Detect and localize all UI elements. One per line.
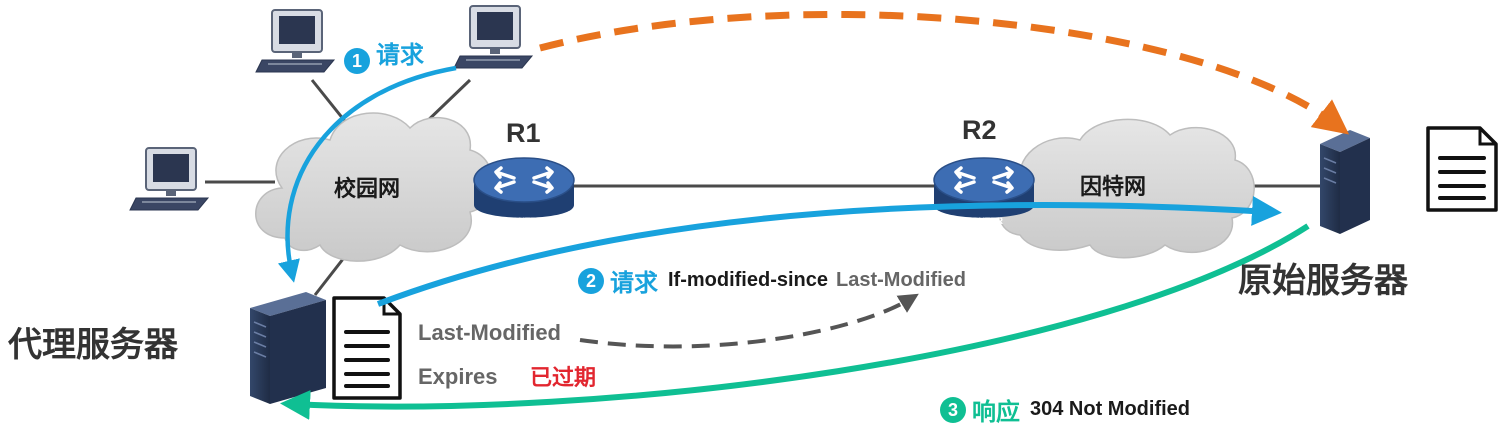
step-number-badge: 2	[578, 267, 604, 294]
computer-icon	[255, 9, 336, 73]
router1-label: R1	[506, 118, 541, 148]
step2-request-arrow	[376, 195, 1282, 307]
computer-icon	[453, 5, 534, 69]
header-copy-arrow	[579, 293, 919, 349]
step-number-badge: 3	[940, 396, 966, 423]
step3-response-arrow	[280, 223, 1310, 420]
server-icon	[250, 292, 326, 404]
step-number-badge: 1	[344, 48, 370, 74]
computer-icon	[129, 147, 210, 211]
expires-field: Expires	[418, 364, 498, 389]
step1-verb: 请求	[376, 41, 424, 69]
step2-header-value: Last-Modified	[836, 269, 967, 291]
router-icon	[473, 157, 575, 218]
campus-network-label: 校园网	[334, 176, 401, 201]
step2-header-name: If-modified-since	[668, 269, 829, 291]
step2-label: 2 请求 If-modified-since Last-Modified	[578, 263, 966, 298]
last-modified-field: Last-Modified	[418, 320, 561, 345]
direct-request-arrow	[539, 10, 1350, 135]
router-caption: ROUTER	[505, 216, 544, 226]
origin-server-label: 原始服务器	[1238, 262, 1408, 300]
step2-verb: 请求	[610, 270, 658, 297]
step3-label: 3 响应 304 Not Modified	[940, 392, 1190, 427]
document-icon	[332, 296, 402, 400]
cloud-icon	[998, 118, 1255, 259]
document-icon	[1426, 126, 1498, 212]
router-icon	[933, 157, 1035, 218]
step3-status: 304 Not Modified	[1030, 398, 1191, 420]
router-caption: ROUTER	[965, 216, 1004, 226]
expired-status: 已过期	[530, 365, 597, 390]
router2-label: R2	[962, 115, 997, 145]
proxy-server-label: 代理服务器	[8, 326, 178, 364]
server-icon	[1320, 130, 1370, 234]
internet-label: 因特网	[1080, 174, 1147, 199]
step3-verb: 响应	[972, 399, 1020, 426]
step1-request-arrow	[277, 65, 457, 283]
step1-label: 1 请求	[344, 42, 424, 74]
